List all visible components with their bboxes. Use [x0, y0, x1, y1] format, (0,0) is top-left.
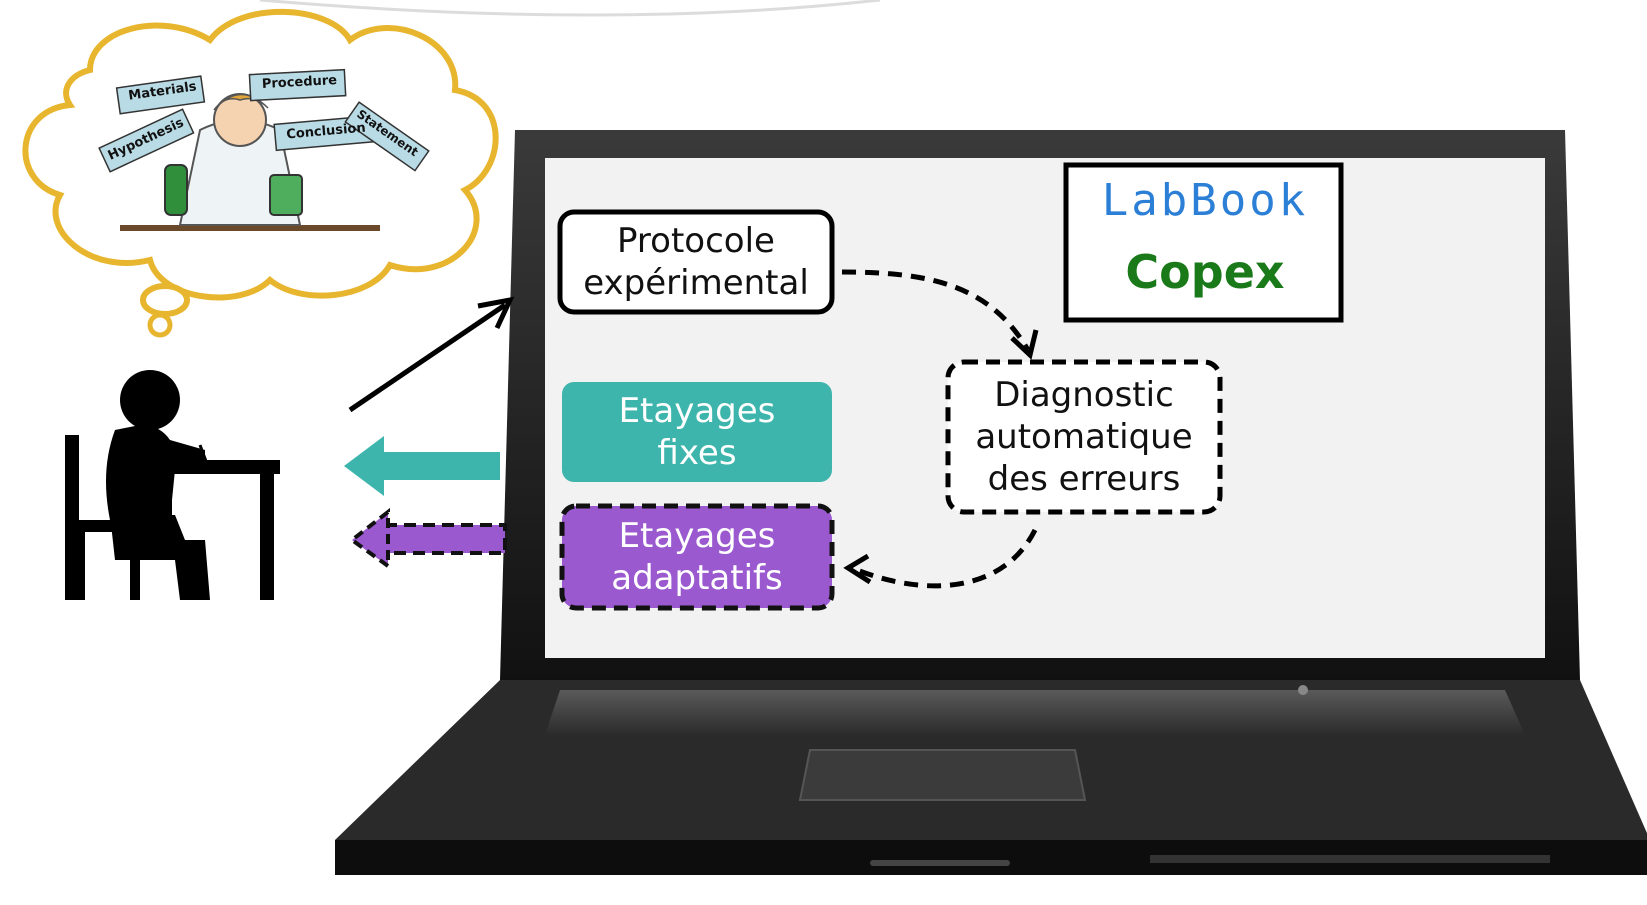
fixed-scaffold-box [562, 382, 832, 482]
diagnostic-line-1: Diagnostic [994, 375, 1174, 415]
arrow-adaptive-to-student [348, 507, 507, 570]
arrow-protocol-to-diagnostic [841, 269, 1031, 352]
fixed-line-2: fixes [657, 433, 737, 473]
adaptive-label: Etayages adaptatifs [562, 506, 832, 608]
fixed-line-1: Etayages [618, 391, 776, 431]
diagnostic-line-3: des erreurs [987, 459, 1181, 499]
brand-copex: Copex [1125, 245, 1285, 299]
top-arc [259, 0, 881, 17]
scientist-illustration [120, 93, 380, 231]
fixed-label: Etayages fixes [562, 382, 832, 482]
diagnostic-label: Diagnostic automatique des erreurs [948, 362, 1220, 512]
protocol-label: Protocole expérimental [560, 212, 832, 312]
protocol-line-2: expérimental [583, 263, 809, 303]
protocol-line-1: Protocole [617, 221, 775, 261]
adaptive-scaffold-box [559, 503, 835, 611]
brand-box [1063, 162, 1344, 323]
adaptive-line-2: adaptatifs [611, 558, 783, 598]
student-silhouette [65, 370, 280, 600]
protocol-box [557, 209, 835, 315]
diagnostic-line-2: automatique [975, 417, 1193, 457]
bubble-tags [98, 68, 430, 173]
adaptive-line-1: Etayages [618, 516, 776, 556]
arrow-fixed-to-student [344, 436, 500, 496]
diagnostic-box [945, 359, 1223, 515]
arrow-diagnostic-to-adaptive [851, 528, 1038, 589]
brand-labbook: LabBook [1101, 175, 1309, 226]
arrow-student-to-protocol [348, 302, 507, 413]
